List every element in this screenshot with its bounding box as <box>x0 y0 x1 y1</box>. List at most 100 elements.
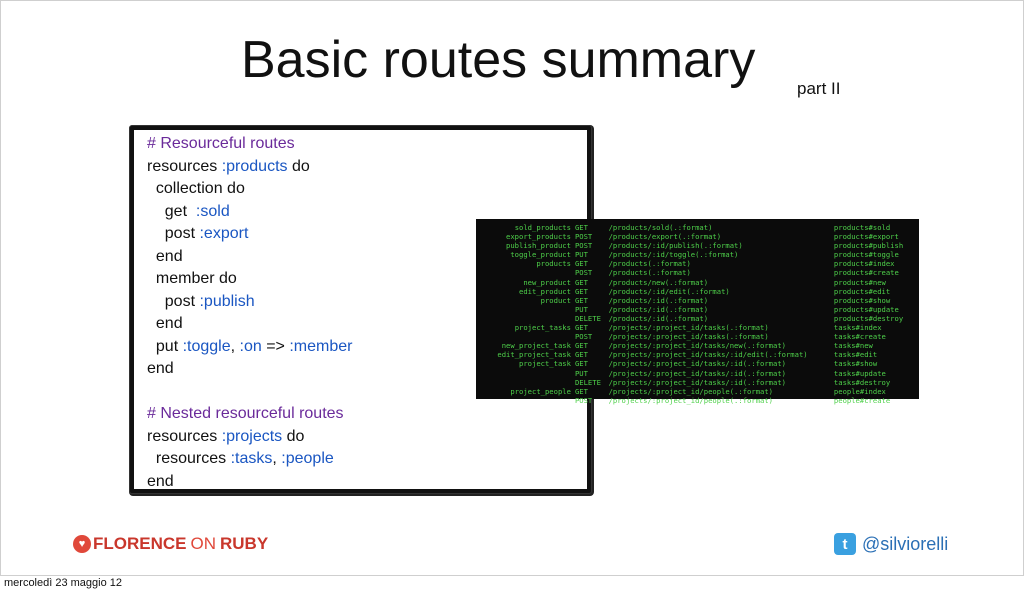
code-symbol: :tasks <box>230 450 273 467</box>
route-verb: PUT <box>574 250 588 260</box>
route-name: project_task <box>519 359 571 369</box>
route-verb: GET <box>574 341 588 351</box>
route-path: /projects/:project_id/tasks/new(.:format… <box>608 341 786 351</box>
code-line: end <box>147 471 352 494</box>
twitter-handle-block: t @silviorelli <box>834 533 948 555</box>
route-name <box>482 396 575 405</box>
route-path: /projects/:project_id/tasks/:id(.:format… <box>608 368 786 378</box>
code-text: end <box>147 472 174 490</box>
route-name <box>482 268 575 277</box>
route-verb: PUT <box>574 368 588 378</box>
heart-icon: ♥ <box>73 535 91 553</box>
route-name: publish_product <box>506 241 571 251</box>
route-action: tasks#update <box>833 368 886 378</box>
route-path: /products(.:format) <box>608 268 691 278</box>
route-verb: GET <box>574 286 588 296</box>
route-path: /projects/:project_id/people(.:format) <box>608 395 773 405</box>
code-line: resources :products do <box>147 156 352 179</box>
route-verb: GET <box>574 295 588 305</box>
code-text: end <box>147 247 183 265</box>
route-action: tasks#new <box>833 341 873 351</box>
route-row: DELETE/projects/:project_id/tasks/:id(.:… <box>482 378 913 387</box>
route-verb: POST <box>574 395 593 405</box>
code-text: member do <box>147 270 237 287</box>
route-name: edit_product <box>519 286 571 296</box>
route-verb: GET <box>574 350 588 360</box>
route-path: /products/:id/toggle(.:format) <box>608 250 739 260</box>
route-path: /projects/:project_id/tasks/:id/edit(.:f… <box>608 350 808 360</box>
route-action: people#create <box>833 395 891 405</box>
code-text: do <box>282 427 305 445</box>
code-text: collection do <box>147 180 245 197</box>
route-name <box>482 369 575 378</box>
code-comment: # Resourceful routes <box>147 135 295 152</box>
route-action: products#create <box>833 268 899 278</box>
route-verb: POST <box>574 232 593 242</box>
route-row: PUT/products/:id(.:format)products#updat… <box>482 305 913 314</box>
route-name <box>482 314 575 323</box>
route-name: product <box>540 295 571 305</box>
route-action: products#publish <box>833 241 904 251</box>
route-path: /products/:id(.:format) <box>608 313 709 323</box>
route-verb: GET <box>574 223 588 232</box>
code-text: get <box>147 202 196 220</box>
code-line: resources :projects do <box>147 426 352 449</box>
code-line: get :sold <box>147 201 352 224</box>
route-action: products#index <box>833 259 895 269</box>
route-name: new_product <box>523 277 571 287</box>
route-path: /products/:id/publish(.:format) <box>608 241 743 251</box>
florence-on-ruby-logo: ♥ FLORENCE ON RUBY <box>73 534 268 554</box>
route-row: PUT/projects/:project_id/tasks/:id(.:for… <box>482 369 913 378</box>
code-line: end <box>147 246 352 269</box>
route-action: products#edit <box>833 286 891 296</box>
route-path: /projects/:project_id/people(.:format) <box>608 386 773 396</box>
code-symbol: :products <box>221 157 288 175</box>
code-line: end <box>147 313 352 336</box>
code-symbol: :on <box>239 337 262 355</box>
slide-subtitle: part II <box>797 79 841 98</box>
route-verb: POST <box>574 268 593 278</box>
route-action: products#show <box>833 295 891 305</box>
route-name <box>482 332 575 341</box>
route-name: export_products <box>506 232 571 242</box>
route-name: sold_products <box>514 223 571 232</box>
route-path: /products(.:format) <box>608 259 691 269</box>
route-action: products#export <box>833 232 899 242</box>
code-symbol: :sold <box>195 202 230 220</box>
route-action: products#toggle <box>833 250 899 260</box>
route-action: tasks#show <box>833 359 878 369</box>
code-text: end <box>147 360 174 377</box>
route-path: /projects/:project_id/tasks(.:format) <box>608 332 769 342</box>
route-verb: DELETE <box>574 313 601 323</box>
code-text: , <box>230 337 240 355</box>
code-line: post :export <box>147 223 352 246</box>
route-path: /products/:id/edit(.:format) <box>608 286 730 296</box>
route-name <box>482 305 575 314</box>
route-name: project_people <box>510 386 571 396</box>
route-verb: GET <box>574 277 588 287</box>
route-row: POST/projects/:project_id/tasks(.:format… <box>482 332 913 341</box>
code-symbol: :export <box>199 225 249 242</box>
code-symbol: :projects <box>221 427 283 445</box>
route-name <box>482 378 575 387</box>
route-verb: GET <box>574 259 588 269</box>
route-row: POST/projects/:project_id/people(.:forma… <box>482 396 913 405</box>
logo-text-ruby: RUBY <box>220 534 269 553</box>
route-verb: GET <box>574 359 588 369</box>
code-line: post :publish <box>147 291 352 314</box>
code-text: resources <box>147 450 231 467</box>
code-line: end <box>147 358 352 381</box>
code-text: , <box>272 450 282 467</box>
route-path: /products/sold(.:format) <box>608 223 713 232</box>
code-text: do <box>287 157 310 175</box>
code-text: => <box>261 337 290 355</box>
slide-canvas: Basic routes summary part II # Resourcef… <box>0 0 1024 576</box>
route-row: POST/products(.:format) products#create <box>482 268 913 277</box>
code-comment: # Nested resourceful routes <box>147 405 344 422</box>
